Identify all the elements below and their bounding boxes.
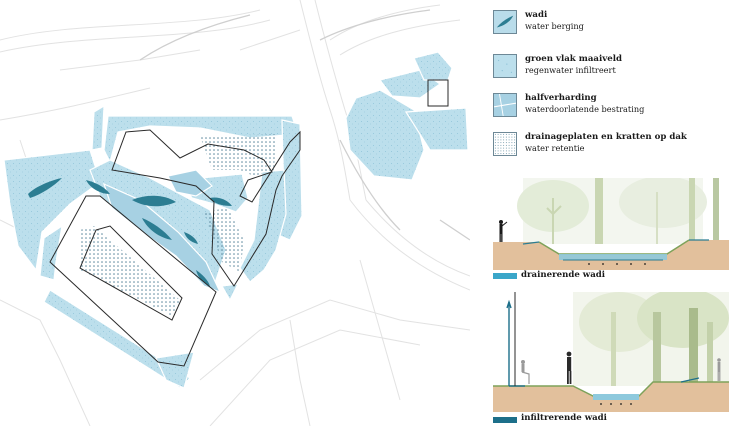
site-plan-map [0,0,470,426]
person-silhouette [566,351,572,384]
drainerende-wadi-section [493,178,729,270]
legend-subtitle: regenwater infiltreert [525,65,616,75]
infiltration-arrows [588,263,646,265]
person-silhouette [499,220,508,242]
drainerende-wadi-color-bar [493,273,517,279]
semi-paving-surfaces [103,169,222,294]
street-linework-dark [139,9,470,241]
legend-subtitle: water berging [525,21,584,31]
water-edge-lines [522,239,709,245]
water-layer [559,254,667,260]
legend-subtitle: water retentie [525,143,585,153]
infiltrerende-wadi-section [493,292,729,412]
legend-title: halfverharding [525,93,597,103]
wadi-swatch-icon [493,10,517,34]
tree-illustrations [573,292,729,386]
green-surface-swatch-icon [493,54,517,78]
street-linework [0,0,470,426]
water-layer [593,394,639,400]
semi-paving-swatch-icon [493,93,517,117]
wadi-shapes [28,178,232,286]
legend-item-wadi: wadi water berging [493,10,733,40]
person-silhouette-right [717,358,721,381]
building-outlines [49,79,449,367]
roof-drainage-swatch-icon [493,132,517,156]
infiltrerende-wadi-color-bar [493,417,517,423]
seated-person-silhouette [521,360,530,384]
roof-drainage-areas [80,134,276,316]
tree-illustrations [517,178,719,244]
legend-subtitle: waterdoorlatende bestrating [525,104,645,114]
drainerende-wadi-caption: drainerende wadi [521,270,606,280]
water-edge-lines [680,377,700,383]
legend-item-roof-drainage: drainageplaten en kratten op dak water r… [493,132,733,162]
permeable-surfaces [3,51,469,389]
legend-title: wadi [525,10,548,20]
rain-downpipe [506,299,525,387]
infiltration-arrows [600,403,632,405]
legend-title: drainageplaten en kratten op dak [525,132,687,142]
legend-item-semi-paving: halfverharding waterdoorlatende bestrati… [493,93,733,123]
legend-title: groen vlak maaiveld [525,54,622,64]
infiltrerende-wadi-caption: infiltrerende wadi [521,413,607,423]
legend-item-green-surface: groen vlak maaiveld regenwater infiltree… [493,54,733,84]
